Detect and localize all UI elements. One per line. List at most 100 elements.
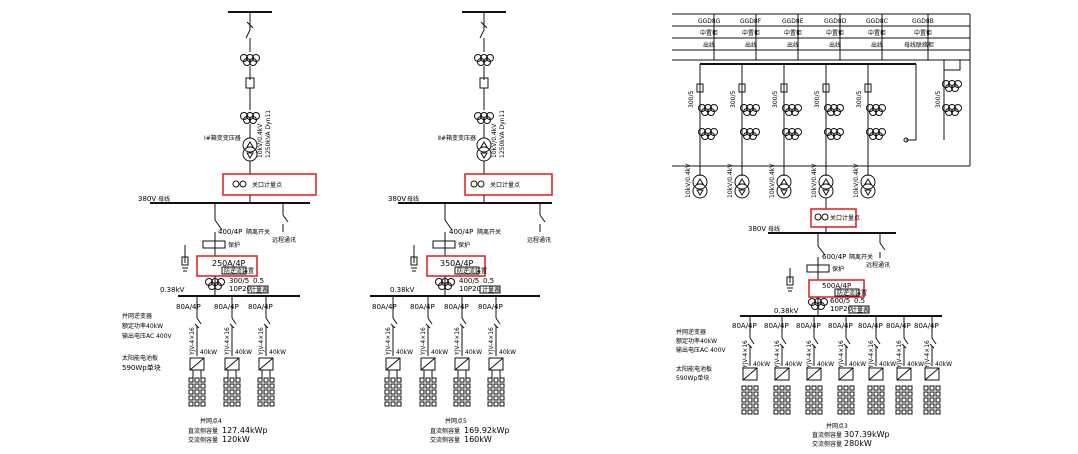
feeder: 80A/4P YJV-4×16 40kW — [444, 296, 482, 407]
svg-text:300/5: 300/5 — [814, 91, 821, 108]
main-switch-symbol — [444, 219, 453, 231]
svg-text:10kV/0.4kV: 10kV/0.4kV — [685, 163, 692, 198]
feeder: 80A/4P YJV-4×16 40kW — [858, 316, 896, 415]
svg-text:10kV/0.4kV: 10kV/0.4kV — [769, 163, 776, 198]
inverter-rating: 40kW — [465, 349, 482, 356]
breaker-highlight — [426, 255, 486, 277]
legend-line-2: 额定功率40kW — [122, 322, 163, 330]
cable-label: YJV-4×16 — [774, 340, 781, 369]
metering-point-highlight — [222, 173, 317, 196]
feeder-label: 80A/4P — [214, 303, 239, 311]
transformer-row: 10kV/0.4kV 10kV/0.4kV 10kV/0.4kV 10kV/0.… — [685, 160, 876, 199]
meter-icon — [232, 180, 240, 188]
footer-ac-value: 280kW — [844, 439, 872, 448]
footer-title: 并网点3 — [826, 422, 848, 430]
main-switch-symbol — [214, 219, 223, 231]
ct-sub: 10P20 — [830, 305, 852, 313]
ct-sub: 10P20 — [229, 285, 251, 293]
cable-label: YJV-4×16 — [896, 340, 903, 369]
transformer-icon — [692, 174, 708, 199]
feeder-label: 80A/4P — [732, 322, 757, 330]
meter-icon — [470, 180, 478, 188]
feeder-label: 80A/4P — [176, 303, 201, 311]
arrester-cluster-icon — [474, 112, 494, 124]
inverter-rating: 40kW — [849, 361, 866, 368]
pv-panel-icon — [837, 385, 843, 415]
metering-point-highlight — [464, 173, 553, 196]
inverter-rating: 40kW — [269, 349, 286, 356]
feeder: 80A/4P YJV-4×16 40kW — [764, 316, 802, 415]
inverter-icon — [838, 367, 854, 381]
footer-ac-value: 120kW — [222, 435, 250, 444]
feeder-label: 80A/4P — [410, 303, 435, 311]
cabinet-id: GGD8B — [912, 18, 934, 25]
inverter-rating: 40kW — [879, 361, 896, 368]
switchgear-table: GGD8G GGD8F GGD8E GGD8D GGD8C GGD8B 中置柜 … — [672, 13, 971, 167]
ct-cluster-icon — [740, 104, 760, 116]
feeder: 80A/4P YJV-4×16 40kW — [214, 296, 252, 407]
bus-voltage-label: 380V — [138, 195, 156, 203]
legend-line-4: 太阳能电池板 — [676, 365, 712, 373]
feeder: 80A/4P YJV-4×16 40kW — [372, 296, 413, 407]
inverter-rating: 40kW — [817, 361, 834, 368]
inverter-icon — [258, 357, 274, 371]
feeder: 80A/4P YJV-4×16 40kW — [410, 296, 448, 407]
ct-box: 计量表 — [482, 286, 500, 294]
cabinet-type: 中置柜 — [826, 29, 844, 37]
feeder-label: 80A/4P — [248, 303, 273, 311]
pv-panel-icon — [487, 377, 493, 407]
relay-box — [202, 240, 226, 249]
inverter-icon — [224, 357, 240, 371]
metering-point-highlight — [810, 208, 857, 228]
inverter-rating: 40kW — [499, 349, 516, 356]
ct-cluster-icon — [824, 104, 844, 116]
inverter-rating: 40kW — [907, 361, 924, 368]
ct-accuracy: 0.5 — [854, 297, 865, 305]
aux-label: 远程通讯 — [527, 236, 551, 244]
cabinet-type: 中置柜 — [784, 29, 802, 37]
aux-label: 远程通讯 — [866, 261, 890, 269]
surge-arrester-icon — [786, 276, 794, 286]
footer-dc-label: 直流侧容量 — [188, 427, 218, 435]
inverter-rating: 40kW — [753, 361, 770, 368]
cable-label: YJV-4×16 — [189, 327, 196, 356]
meter-icon — [814, 213, 822, 221]
pv-panel-icon — [384, 377, 390, 407]
footer-ac-value: 160kW — [464, 435, 492, 444]
diagram-middle: Ⅱ#箱变变压器 10kV/0.4kV 1250kVA Dyn11 关口计量点 3… — [370, 11, 553, 444]
cabinet-id: GGD8G — [698, 18, 721, 25]
inverter-icon — [454, 357, 470, 371]
inverter-icon — [420, 357, 436, 371]
cable-label: YJV-4×16 — [454, 327, 461, 356]
cabinet-use: 母线联络柜 — [904, 41, 934, 49]
metering-label: 关口计量点 — [252, 181, 282, 189]
cable-label: YJV-4×16 — [924, 340, 931, 369]
pv-panel-icon — [773, 385, 779, 415]
ct-label: 400/5 — [459, 277, 479, 285]
cabinet-use: 出线 — [871, 41, 883, 49]
feeder-label: 80A/4P — [796, 322, 821, 330]
switchgear-bays: 300/5 300/5 300/5 300/5 300/5 — [688, 59, 962, 160]
main-switch-label: 600/4P — [822, 253, 846, 261]
main-switch-label: 400/4P — [449, 228, 473, 236]
pv-panel-icon — [923, 385, 929, 415]
breaker-sub: 防逆流装置 — [224, 267, 254, 275]
inverter-icon — [774, 367, 790, 381]
diagram-left: Ⅰ#箱变变压器 10kV/0.4kV 1250kVA Dyn11 关口计量点 3… — [122, 11, 317, 444]
svg-text:保护: 保护 — [458, 241, 470, 249]
pv-panel-icon — [223, 377, 229, 407]
ct-cluster-icon — [782, 104, 802, 116]
ct-accuracy: 0.5 — [253, 277, 264, 285]
ct-cluster-icon — [474, 54, 494, 66]
inverter-icon — [868, 367, 884, 381]
surge-arrester-icon — [181, 256, 189, 266]
cabinet-type: 中置柜 — [700, 29, 718, 37]
feeder: 80A/4P YJV-4×16 40kW — [176, 296, 217, 407]
arrester-cluster-icon — [240, 112, 260, 124]
pv-panel-icon — [257, 377, 263, 407]
ct-label: 300/5 — [229, 277, 249, 285]
pv-panel-icon — [867, 385, 873, 415]
cabinet-type: 中置柜 — [868, 29, 886, 37]
pv-panel-icon — [419, 377, 425, 407]
